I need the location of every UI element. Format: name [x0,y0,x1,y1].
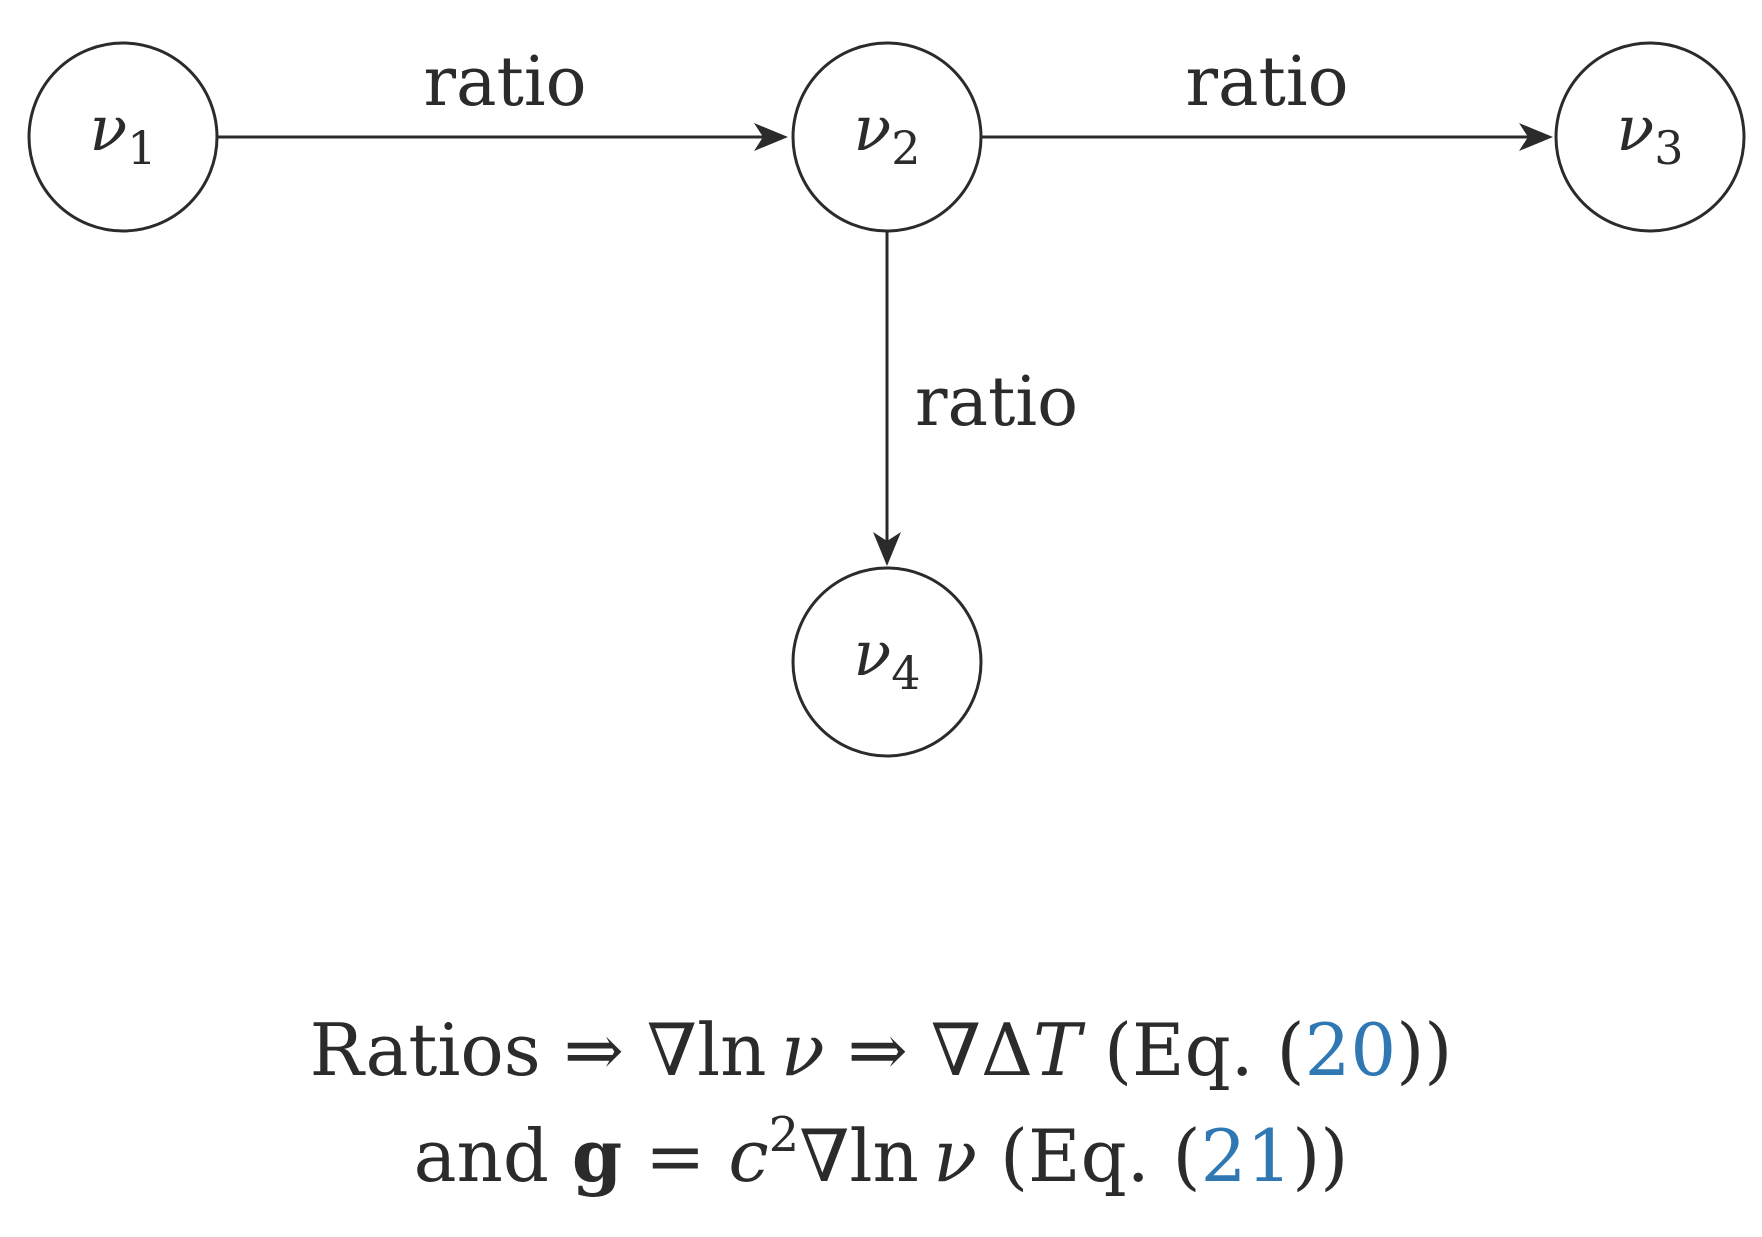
equals-symbol: = [645,1114,706,1198]
g-symbol: g [571,1113,623,1198]
eq-ref-close: )) [1292,1114,1349,1198]
implies-symbol: ⇒ [847,1008,908,1092]
caption-and: and [413,1114,549,1198]
ln-text: ln [697,1008,767,1092]
node-v3: ν3 [1554,41,1746,233]
node-v4: ν4 [791,566,983,758]
edge-label-v2-v3: ratio [1185,43,1348,122]
nu-symbol: ν [780,1008,825,1092]
node-v3-label: ν3 [1617,92,1684,175]
caption-ratios: Ratios [309,1008,541,1092]
arrowhead-v2-v4 [873,532,901,566]
node-v1-label: ν1 [90,92,157,175]
delta-symbol: Δ [981,1008,1034,1092]
caption-line-2: and g = c2∇ln ν (Eq. (21)) [0,1111,1762,1192]
eq-ref-open: (Eq. ( [1103,1008,1305,1092]
node-v4-label: ν4 [854,617,921,700]
edge-v1-v2: ratio [218,43,788,151]
exponent-2: 2 [768,1107,800,1163]
node-v2-label: ν2 [854,92,921,175]
eq-ref-21-link[interactable]: 21 [1200,1114,1293,1198]
nabla-symbol: ∇ [799,1114,850,1198]
node-v2: ν2 [791,41,983,233]
implies-symbol: ⇒ [563,1008,624,1092]
ln-text: ln [849,1114,919,1198]
node-v1: ν1 [27,41,219,233]
nabla-symbol: ∇ [646,1008,698,1092]
arrowhead-v2-v3 [1519,123,1553,151]
edge-label-v1-v2: ratio [423,43,586,122]
edge-v2-v4: ratio [873,232,1078,566]
edge-v2-v3: ratio [982,43,1553,151]
edge-label-v2-v4: ratio [915,363,1078,442]
c-symbol: c [728,1114,769,1198]
t-symbol: T [1033,1008,1082,1092]
nu-symbol: ν [933,1114,978,1198]
nabla-symbol: ∇ [930,1008,982,1092]
eq-ref-20-link[interactable]: 20 [1304,1008,1397,1092]
arrowhead-v1-v2 [754,123,788,151]
caption-line-1: Ratios ⇒ ∇ln ν ⇒ ∇ΔT (Eq. (20)) [0,1014,1762,1086]
eq-ref-open: (Eq. ( [999,1114,1201,1198]
eq-ref-close: )) [1396,1008,1453,1092]
